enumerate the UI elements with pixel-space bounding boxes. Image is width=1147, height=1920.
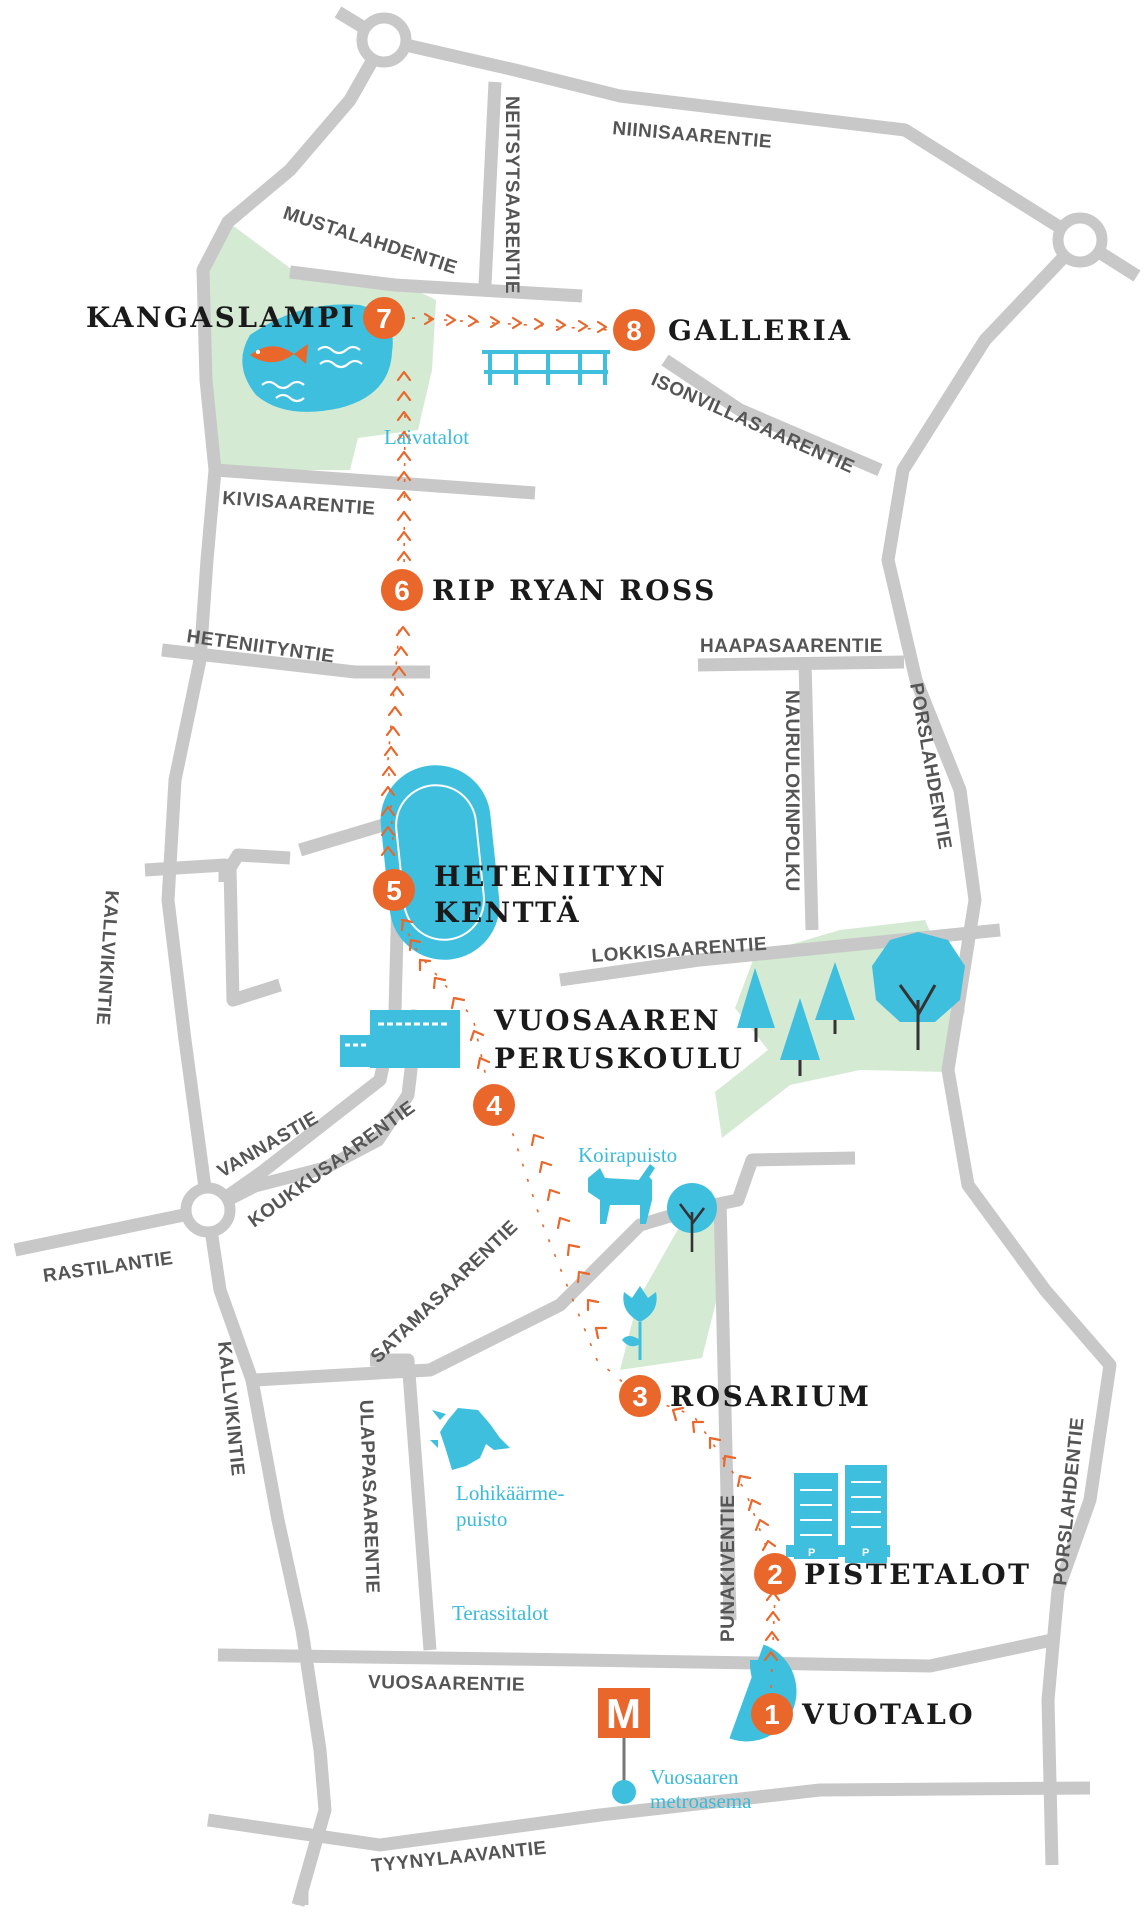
stop-marker-3[interactable]: 3 xyxy=(619,1375,661,1417)
stop-marker-2[interactable]: 2 xyxy=(754,1553,796,1595)
sports-field-icon xyxy=(380,765,500,960)
stop-number: 7 xyxy=(376,303,392,334)
stop-marker-4[interactable]: 4 xyxy=(473,1084,515,1126)
street-label: RASTILANTIE xyxy=(42,1248,175,1287)
stop-label-4: PERUSKOULU xyxy=(494,1042,744,1075)
stop-number: 8 xyxy=(626,315,642,346)
street-label: MUSTALAHDENTIE xyxy=(280,203,459,279)
metro-letter: M xyxy=(606,1690,641,1737)
stop-label-7: KANGASLAMPI xyxy=(86,301,356,334)
place-label-terassitalot: Terassitalot xyxy=(452,1601,549,1625)
stop-label-5: HETENIITYN xyxy=(434,860,667,893)
street-label: NAURULOKINPOLKU xyxy=(781,690,802,892)
parking-sign: P xyxy=(862,1547,869,1559)
stop-number: 4 xyxy=(486,1090,502,1121)
dog-icon xyxy=(588,1164,655,1224)
street-label: ULAPPASAARENTIE xyxy=(355,1399,383,1594)
street-label: ISONVILLASAARENTIE xyxy=(648,369,858,478)
stop-label-1: VUOTALO xyxy=(801,1698,975,1731)
dragon-icon xyxy=(430,1408,510,1470)
road-network xyxy=(13,6,1141,1907)
street-label: HAAPASAARENTIE xyxy=(700,636,883,657)
pistetalot-buildings-icon: P P xyxy=(786,1465,890,1563)
place-label-laivatalot: Laivatalot xyxy=(384,425,469,449)
street-label: NIINISAARENTIE xyxy=(612,118,773,153)
stop-number: 5 xyxy=(386,875,402,906)
parking-sign: P xyxy=(808,1547,815,1559)
school-building-icon xyxy=(340,1010,460,1068)
place-label-koirapuisto: Koirapuisto xyxy=(578,1143,677,1167)
rosarium-park xyxy=(620,1190,722,1370)
metro-station-dot xyxy=(612,1780,636,1804)
metro-sign: M xyxy=(598,1688,650,1804)
stop-number: 6 xyxy=(394,575,410,606)
stop-label-4: VUOSAAREN xyxy=(493,1004,721,1037)
roundabout-east xyxy=(1052,212,1108,268)
place-labels: Laivatalot Koirapuisto Lohikäärme- puist… xyxy=(384,425,752,1813)
street-label: PUNAKIVENTIE xyxy=(718,1495,739,1642)
stop-number: 3 xyxy=(632,1381,648,1412)
galleria-bridge-icon xyxy=(482,350,610,385)
stop-marker-5[interactable]: 5 xyxy=(373,869,415,911)
stop-marker-6[interactable]: 6 xyxy=(381,569,423,611)
stop-label-8: GALLERIA xyxy=(668,314,852,347)
stop-number: 1 xyxy=(764,1699,780,1730)
street-label: KALLVIKINTIE xyxy=(92,890,122,1027)
water-waves-icon xyxy=(261,345,363,403)
roundabout-west xyxy=(180,1182,236,1238)
small-tree-icon xyxy=(667,1183,717,1252)
fish-icon xyxy=(250,344,308,364)
roundabout-north xyxy=(356,12,412,68)
street-label: NEITSYTSAARENTIE xyxy=(501,96,522,294)
tree-icon xyxy=(737,932,965,1076)
stop-marker-7[interactable]: 7 xyxy=(363,297,405,339)
street-label: VUOSAARENTIE xyxy=(368,1672,525,1696)
stop-number: 2 xyxy=(767,1559,783,1590)
stop-label-6: RIP RYAN ROSS xyxy=(432,574,717,607)
place-label-metro: Vuosaaren xyxy=(650,1765,739,1789)
walking-route xyxy=(380,312,782,1689)
stop-marker-1[interactable]: 1 xyxy=(751,1693,793,1735)
place-label-lohikaarme: Lohikäärme- xyxy=(456,1481,564,1505)
kangaslampi-pond xyxy=(242,304,393,412)
stop-label-3: ROSARIUM xyxy=(670,1380,871,1413)
rose-icon xyxy=(622,1286,657,1360)
street-label: KIVISAARENTIE xyxy=(222,488,376,520)
stop-marker-8[interactable]: 8 xyxy=(613,309,655,351)
place-label-lohikaarme: puisto xyxy=(456,1507,507,1531)
street-label: SATAMASAARENTIE xyxy=(367,1217,522,1368)
stop-label-5: KENTTÄ xyxy=(434,895,581,929)
stop-label-2: PISTETALOT xyxy=(804,1558,1032,1591)
place-label-metro: metroasema xyxy=(650,1789,752,1813)
